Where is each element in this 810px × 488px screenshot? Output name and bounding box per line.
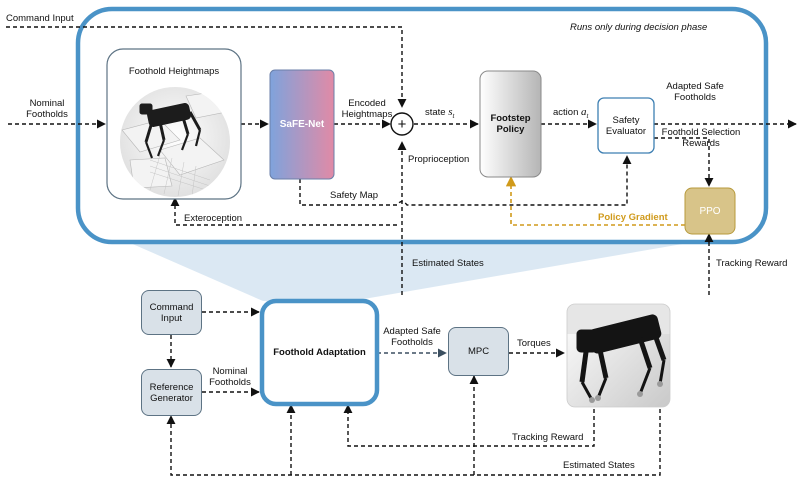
safe-net-box (269, 69, 335, 180)
action-subscript: t (586, 111, 589, 120)
robot-photo (567, 304, 670, 407)
command-input-label: Command Input (6, 13, 74, 24)
state-subscript: t (452, 111, 455, 120)
footstep-policy-label: Footstep Policy (490, 113, 531, 135)
bottom-nominal-footholds-label: Nominal Footholds (209, 366, 251, 388)
heightmaps-title: Foothold Heightmaps (128, 66, 220, 77)
estimated-states-top-label: Estimated States (412, 258, 484, 269)
state-label-group: state st (425, 107, 454, 122)
tracking-reward-top-label: Tracking Reward (716, 258, 788, 269)
ppo-label: PPO (699, 205, 721, 217)
torques-label: Torques (517, 338, 551, 349)
exteroception-label: Exteroception (184, 213, 243, 224)
safety-evaluator-box (597, 97, 655, 154)
command-input-box: Command Input (141, 290, 202, 335)
safety-map-label: Safety Map (330, 190, 379, 201)
safety-evaluator-label: Safety Evaluator (605, 114, 647, 137)
encoded-heightmaps-label: Encoded Heightmaps (341, 98, 393, 120)
exteroception-arrow (170, 197, 397, 226)
state-label: state (425, 107, 446, 118)
policy-gradient-label: Policy Gradient (598, 212, 668, 223)
reference-generator-box: Reference Generator (141, 369, 202, 416)
adapted-safe-footholds-label: Adapted Safe Footholds (666, 81, 724, 103)
proprioception-label: Proprioception (408, 154, 470, 165)
sum-symbol: + (397, 115, 407, 133)
foothold-adaptation-box (259, 298, 380, 407)
foothold-selection-rewards-label: Foothold Selection Rewards (661, 127, 741, 149)
bottom-adapted-safe-footholds-label: Adapted Safe Footholds (383, 326, 441, 348)
action-label-group: action at (553, 107, 588, 122)
bottom-estimated-states-label: Estimated States (563, 460, 635, 471)
bottom-tracking-reward-label: Tracking Reward (512, 432, 584, 443)
robot-photo-frame (566, 303, 671, 408)
action-label: action (553, 107, 579, 118)
sum-node (390, 112, 414, 136)
policy-gradient-arrow (505, 175, 685, 226)
foothold-selection-rewards-arrow (654, 137, 714, 187)
ppo-box (684, 187, 736, 235)
phase-note: Runs only during decision phase (570, 22, 708, 33)
foothold-adaptation-label: Foothold Adaptation (273, 347, 366, 358)
safety-map-arrow (299, 155, 632, 206)
estimated-states-loop-arrow (166, 409, 661, 476)
action-symbol: a (581, 106, 587, 118)
decision-phase-panel (75, 6, 769, 245)
nominal-footholds-label: Nominal Footholds (26, 98, 68, 120)
state-symbol: s (448, 106, 453, 118)
safe-net-label: SaFE-Net (279, 119, 325, 130)
tracking-reward-loop-arrow (343, 404, 595, 447)
mpc-box: MPC (448, 327, 509, 376)
footstep-policy-box (479, 70, 542, 178)
heightmap-robot-image (120, 87, 230, 197)
command-input-arrow (6, 26, 407, 108)
zoom-fan (128, 242, 694, 301)
